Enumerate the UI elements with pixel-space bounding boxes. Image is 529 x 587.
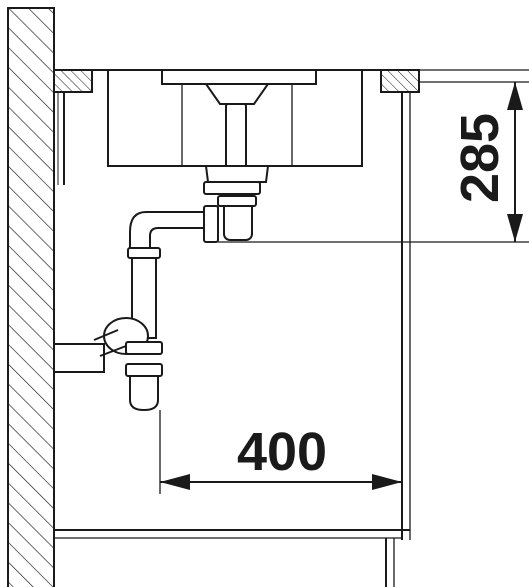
width-dimension-label: 400	[237, 422, 327, 482]
width-dimension	[159, 410, 402, 494]
cabinet	[54, 92, 411, 587]
wall	[7, 7, 55, 587]
height-dimension-label: 285	[450, 113, 510, 203]
height-dimension	[218, 81, 529, 243]
siphon-trap	[53, 247, 163, 412]
outlet-pipe	[129, 195, 257, 257]
drain-fitting	[203, 83, 270, 195]
